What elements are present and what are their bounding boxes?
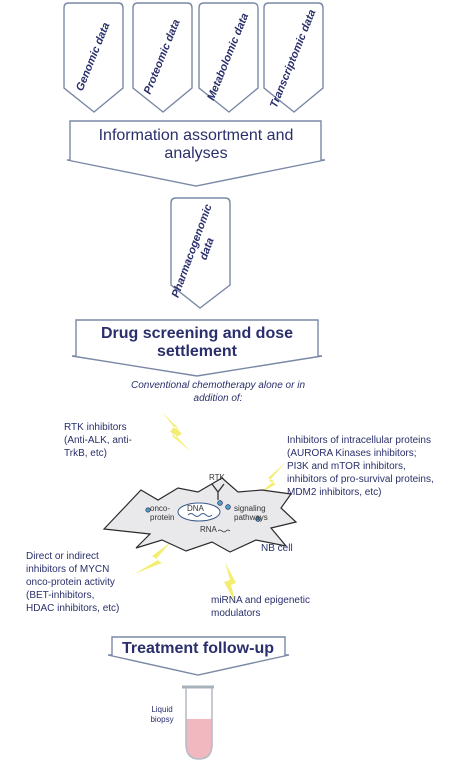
rtk-inhibitors-text: RTK inhibitors (Anti-ALK, anti- TrkB, et… <box>64 422 132 459</box>
svg-text:Direct or indirect: Direct or indirect <box>26 551 99 562</box>
signal-dot <box>255 516 261 522</box>
conventional-chemotherapy-text: Conventional chemotherapy alone or in ad… <box>131 380 305 404</box>
drug-screening-box: Drug screening and dose settlement <box>71 319 323 377</box>
lightning-bolt-icon <box>134 542 171 574</box>
rtk-label: RTK <box>209 473 226 482</box>
svg-text:addition of:: addition of: <box>194 393 243 404</box>
information-assortment-box: Information assortment and analyses <box>66 120 326 187</box>
svg-text:(AURORA Kinases inhibitors;: (AURORA Kinases inhibitors; <box>287 448 417 459</box>
data-source-tab-metabolomic: Metabolomic data <box>198 2 259 113</box>
svg-text:modulators: modulators <box>211 608 260 619</box>
mycn-inhibitors-text: Direct or indirect inhibitors of MYCN on… <box>26 551 119 614</box>
box1-line1: Information assortment and <box>99 127 294 144</box>
onco-label-1: onco- <box>150 504 170 513</box>
svg-text:Liquid: Liquid <box>151 705 172 714</box>
svg-text:Inhibitors of intracellular pr: Inhibitors of intracellular proteins <box>287 435 431 446</box>
box3-label: Treatment follow-up <box>122 640 274 657</box>
box2-line2: settlement <box>157 343 238 360</box>
box1-line2: analyses <box>164 145 227 162</box>
data-source-tab-proteomic: Proteomic data <box>132 2 193 113</box>
svg-text:biopsy: biopsy <box>150 715 173 724</box>
mirna-modulators-text: miRNA and epigenetic modulators <box>211 595 310 619</box>
signaling-label-1: signaling <box>234 504 266 513</box>
onco-label-2: protein <box>150 513 174 522</box>
signaling-label-2: pathways <box>234 513 268 522</box>
svg-text:inhibitors of MYCN: inhibitors of MYCN <box>26 564 109 575</box>
svg-text:MDM2 inhibitors, etc): MDM2 inhibitors, etc) <box>287 487 381 498</box>
box2-line1: Drug screening and dose <box>101 325 293 342</box>
test-tube-icon <box>182 685 214 760</box>
svg-text:(Anti-ALK, anti-: (Anti-ALK, anti- <box>64 435 132 446</box>
svg-text:RTK inhibitors: RTK inhibitors <box>64 422 127 433</box>
rna-strand-icon <box>217 529 231 533</box>
onco-dot <box>145 507 151 513</box>
dna-strand-icon <box>187 513 213 517</box>
treatment-follow-up-box: Treatment follow-up <box>107 636 290 676</box>
data-source-tab-genomic: Genomic data <box>63 2 124 113</box>
svg-text:HDAC inhibitors, etc): HDAC inhibitors, etc) <box>26 603 119 614</box>
rtk-receptor-icon <box>211 483 225 500</box>
svg-text:inhibitors of pro-survival pr: inhibitors of pro-survival proteins, <box>287 474 434 485</box>
svg-text:PI3K and mTOR inhibitors,: PI3K and mTOR inhibitors, <box>287 461 406 472</box>
intracellular-inhibitors-text: Inhibitors of intracellular proteins (AU… <box>287 435 434 498</box>
rna-label: RNA <box>200 525 218 534</box>
dna-label: DNA <box>187 504 205 513</box>
svg-text:(BET-inhibitors,: (BET-inhibitors, <box>26 590 94 601</box>
nb-cell: DNA RTK onco- protein signaling pathways… <box>102 473 298 553</box>
liquid-biopsy-label: Liquid biopsy <box>150 705 173 724</box>
signal-dot <box>217 500 223 506</box>
nb-cell-label: NB cell <box>261 543 293 554</box>
signal-dot <box>225 504 231 510</box>
lightning-bolt-icon <box>224 562 236 604</box>
svg-text:TrkB, etc): TrkB, etc) <box>64 448 107 459</box>
svg-text:Conventional chemotherapy alon: Conventional chemotherapy alone or in <box>131 380 305 391</box>
svg-text:miRNA and epigenetic: miRNA and epigenetic <box>211 595 310 606</box>
data-source-tab-transcriptomic: Transcriptomic data <box>263 2 324 113</box>
pharmacogenomic-tab: Pharmacogenomic data <box>170 197 231 309</box>
lightning-bolt-icon <box>162 412 190 451</box>
svg-text:onco-protein activity: onco-protein activity <box>26 577 115 588</box>
